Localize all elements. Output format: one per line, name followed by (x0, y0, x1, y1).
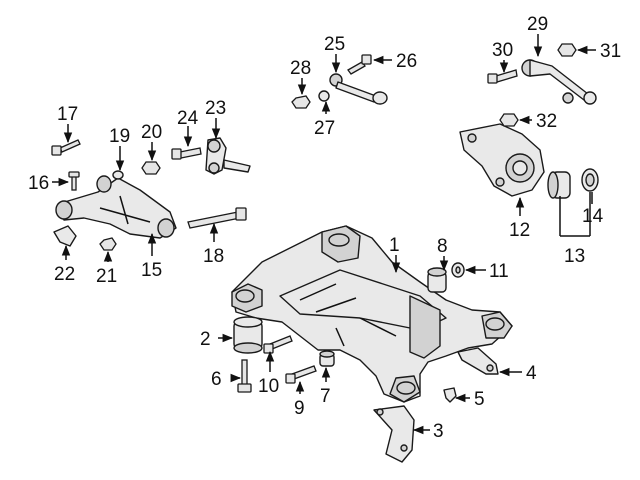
retaining-clip (443, 387, 457, 403)
washer-11 (451, 262, 465, 278)
spacer-sleeve (319, 350, 335, 367)
arm-bracket (53, 225, 77, 247)
mount-bolt (237, 359, 252, 393)
steering-knuckle (459, 123, 545, 197)
arm-bolt-30 (487, 69, 518, 84)
callout-labels: 1 2 3 4 5 6 7 8 9 10 11 12 13 14 15 16 1… (28, 14, 621, 442)
nut-21 (99, 237, 117, 251)
nut-32 (499, 113, 519, 127)
washer-27 (318, 90, 330, 102)
knuckle-washer (581, 168, 599, 192)
callout-15: 15 (141, 260, 162, 281)
callout-2: 2 (200, 329, 211, 350)
toe-link (205, 137, 251, 175)
callout-32: 32 (536, 111, 557, 132)
callout-19: 19 (109, 126, 130, 147)
arm-bolt-17 (51, 139, 81, 156)
support-bracket (373, 405, 415, 463)
pivot-bolt (187, 207, 247, 229)
link-bolt (171, 147, 202, 160)
callout-5: 5 (474, 389, 485, 410)
callout-29: 29 (527, 14, 548, 35)
lower-control-arm (55, 175, 177, 239)
upper-link (329, 73, 388, 105)
nut-28 (291, 95, 311, 109)
callout-16: 16 (28, 173, 49, 194)
nut-20 (141, 161, 161, 175)
subframe-bushing (427, 267, 447, 293)
crossmember-bolt (263, 335, 293, 354)
callout-9: 9 (294, 398, 305, 419)
reinforcement-plate (457, 347, 499, 375)
callout-30: 30 (492, 40, 513, 61)
callout-11: 11 (489, 261, 509, 282)
bracket-bolt (285, 365, 317, 384)
arm-bolt-16 (68, 171, 80, 191)
mount-bushing (233, 316, 263, 354)
callout-24: 24 (177, 108, 199, 129)
callout-25: 25 (324, 34, 345, 55)
callout-23: 23 (205, 98, 226, 119)
crossmember-subframe (231, 225, 513, 403)
callout-20: 20 (141, 122, 162, 143)
callout-27: 27 (314, 118, 335, 139)
callout-31: 31 (600, 41, 621, 62)
callout-8: 8 (437, 236, 448, 257)
knuckle-bushing (547, 171, 571, 199)
link-bolt-26 (347, 54, 372, 75)
callout-12: 12 (509, 220, 530, 241)
callout-3: 3 (433, 421, 444, 442)
callout-10: 10 (258, 376, 279, 397)
callout-26: 26 (396, 51, 417, 72)
leader-lines (52, 34, 596, 435)
nut-31 (557, 43, 577, 57)
callout-28: 28 (290, 58, 311, 79)
callout-1: 1 (389, 235, 400, 256)
callout-18: 18 (203, 246, 224, 267)
callout-4: 4 (526, 363, 537, 384)
callout-17: 17 (57, 104, 78, 125)
callout-14: 14 (582, 206, 604, 227)
callout-6: 6 (211, 369, 222, 390)
callout-13: 13 (564, 246, 585, 267)
callout-22: 22 (54, 264, 75, 285)
washer-19 (112, 170, 124, 180)
callout-21: 21 (96, 266, 117, 287)
upper-control-arm (521, 59, 597, 105)
callout-7: 7 (320, 386, 331, 407)
